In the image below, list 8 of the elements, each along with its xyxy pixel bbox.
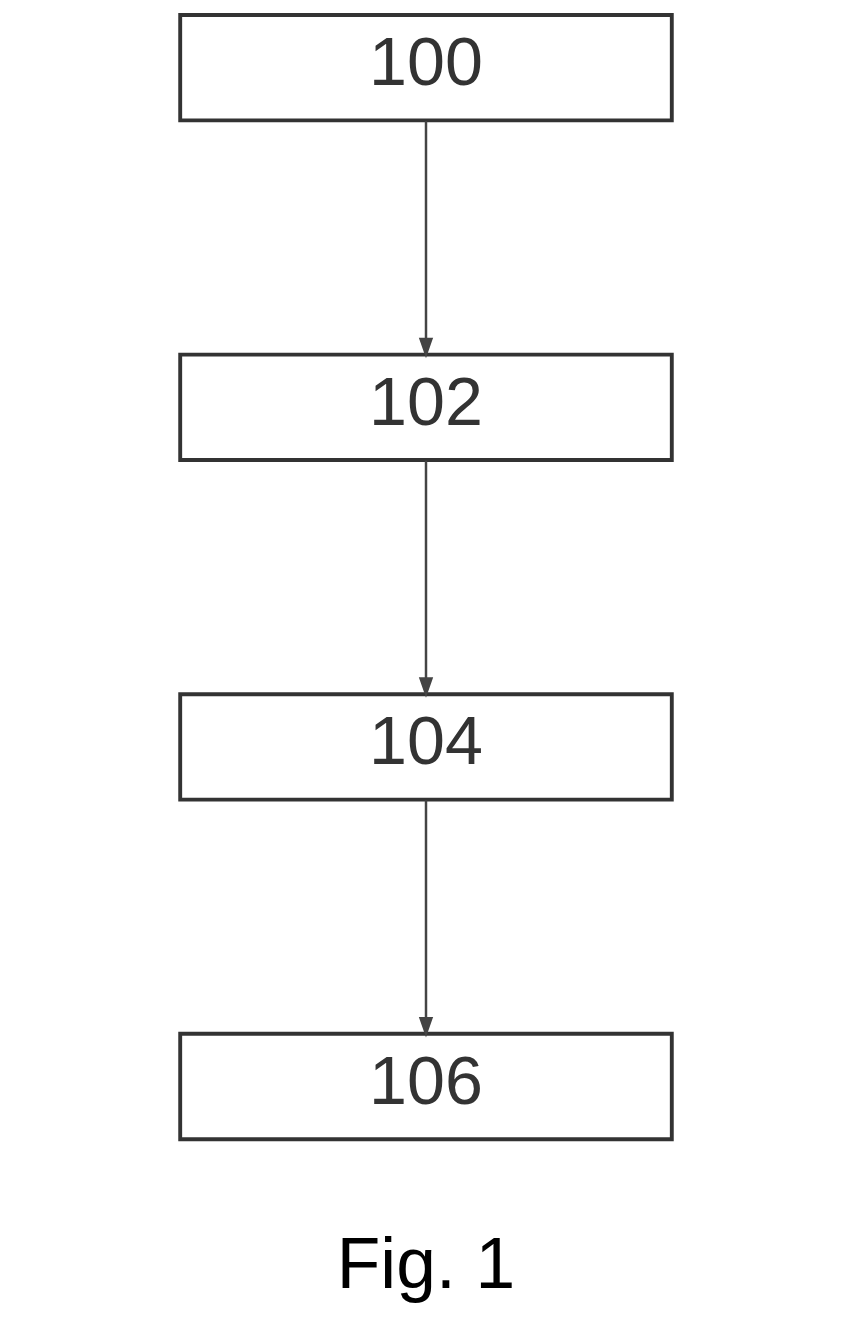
arrow <box>418 121 433 359</box>
node-box: 102 <box>177 352 674 462</box>
arrow <box>418 800 433 1038</box>
node-box: 100 <box>177 13 674 123</box>
caption: Fig. 1 <box>336 1222 515 1303</box>
node-box: 104 <box>177 692 674 802</box>
arrow <box>418 460 433 698</box>
node-box: 106 <box>177 1031 674 1142</box>
